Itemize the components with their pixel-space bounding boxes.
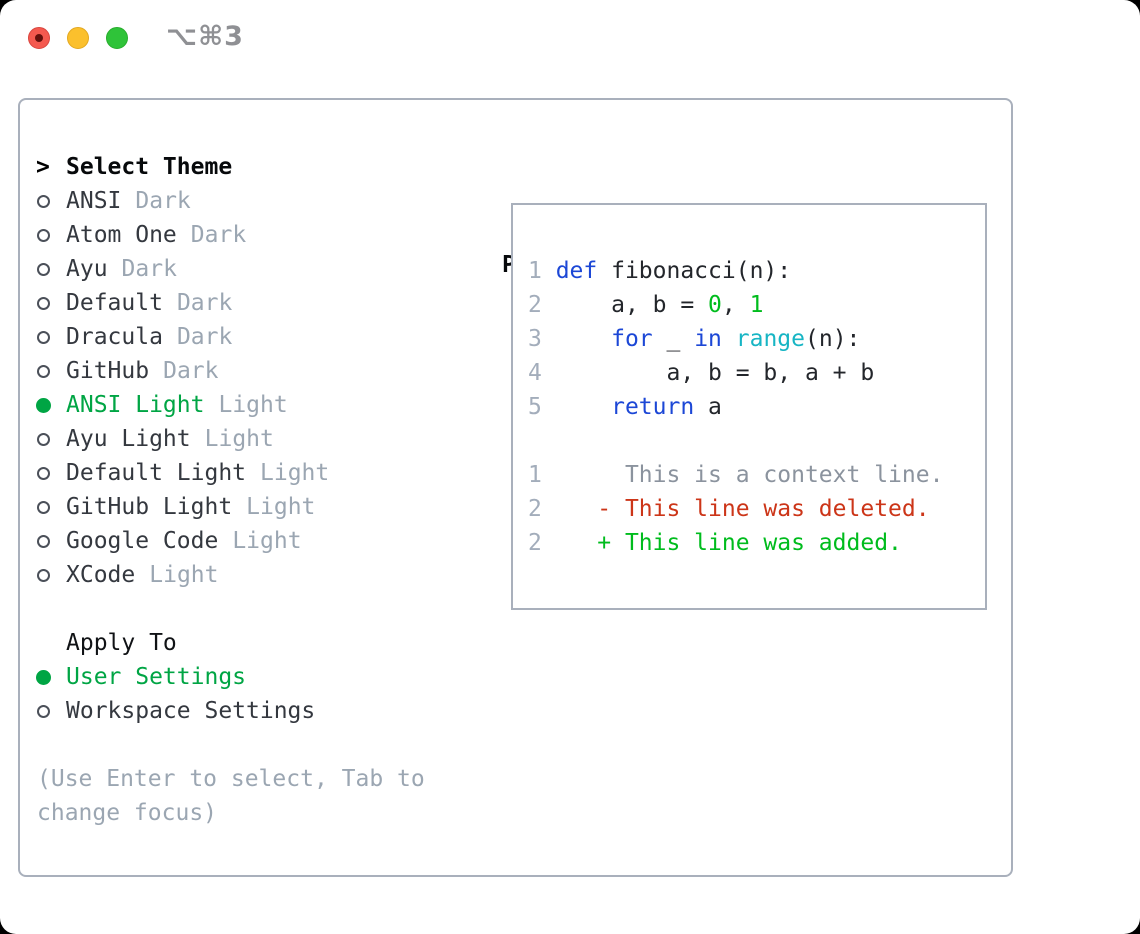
code-line: 2 a, b = 0, 1 — [528, 292, 764, 318]
apply-option-label: Workspace Settings — [66, 698, 316, 724]
theme-option-github-light[interactable]: GitHub Light Light — [34, 490, 425, 524]
theme-option-label: GitHub — [66, 358, 150, 384]
line-number: 2 — [528, 530, 556, 556]
radio-icon — [37, 568, 50, 582]
minimize-button[interactable] — [67, 27, 89, 49]
close-button-dot — [35, 34, 43, 42]
diff-added-line: 2 + This line was added. — [528, 530, 902, 556]
theme-variant-badge: Dark — [190, 222, 247, 248]
radio-icon — [37, 534, 50, 548]
zoom-button[interactable] — [106, 27, 128, 49]
radio-selected-icon — [36, 669, 51, 685]
select-theme-header-row: > Select Theme — [34, 150, 425, 184]
code-line: 4 a, b = b, a + b — [528, 360, 875, 386]
radio-icon — [37, 500, 50, 514]
theme-option-label: ANSI Light — [66, 392, 205, 418]
radio-selected-icon — [36, 397, 51, 413]
line-number: 2 — [528, 292, 556, 318]
theme-variant-badge: Light — [246, 494, 316, 520]
theme-option-default[interactable]: Default Dark — [34, 286, 425, 320]
close-button[interactable] — [28, 27, 50, 49]
theme-option-ansi[interactable]: ANSI Dark — [34, 184, 425, 218]
line-number: 1 — [528, 462, 556, 488]
radio-icon — [37, 330, 50, 344]
radio-icon — [37, 296, 50, 310]
focus-caret-icon: > — [36, 154, 50, 180]
preview-pane: 1 def fibonacci(n): 2 a, b = 0, 1 3 for _ … — [511, 203, 987, 610]
line-number: 5 — [528, 394, 556, 420]
theme-variant-badge: Light — [218, 392, 288, 418]
theme-option-ansi-light[interactable]: ANSI Light Light — [34, 388, 425, 422]
apply-to-header-row: Apply To — [34, 626, 425, 660]
theme-option-label: Google Code — [66, 528, 219, 554]
theme-variant-badge: Light — [204, 426, 274, 452]
theme-variant-badge: Light — [149, 562, 219, 588]
theme-variant-badge: Light — [232, 528, 302, 554]
theme-option-label: Default Light — [66, 460, 247, 486]
theme-variant-badge: Dark — [135, 188, 191, 214]
help-text-line: change focus) — [37, 800, 218, 826]
theme-variant-badge: Dark — [176, 324, 233, 350]
theme-option-label: Ayu — [66, 256, 108, 282]
line-number: 1 — [528, 258, 556, 284]
radio-icon — [37, 194, 50, 208]
radio-icon — [37, 364, 50, 378]
theme-option-xcode[interactable]: XCode Light — [34, 558, 425, 592]
theme-variant-badge: Light — [260, 460, 330, 486]
theme-option-dracula[interactable]: Dracula Dark — [34, 320, 425, 354]
apply-to-header: Apply To — [66, 630, 177, 656]
theme-option-label: Default — [66, 290, 163, 316]
help-text-line: (Use Enter to select, Tab to — [37, 766, 425, 792]
code-line: 3 for _ in range(n): — [528, 326, 861, 352]
theme-option-ayu[interactable]: Ayu Dark — [34, 252, 425, 286]
code-line: 1 def fibonacci(n): — [528, 258, 792, 284]
apply-option-workspace-settings[interactable]: Workspace Settings — [34, 694, 425, 728]
spacer-row — [34, 592, 425, 626]
diff-context-line: 1 This is a context line. — [528, 462, 944, 488]
radio-icon — [37, 228, 50, 242]
code-line: 5 return a — [528, 394, 722, 420]
theme-option-label: XCode — [66, 562, 136, 588]
theme-option-atom-one[interactable]: Atom One Dark — [34, 218, 425, 252]
theme-option-label: GitHub Light — [66, 494, 233, 520]
theme-option-label: ANSI — [66, 188, 122, 214]
apply-option-label: User Settings — [66, 664, 247, 690]
diff-deleted-line: 2 - This line was deleted. — [528, 496, 930, 522]
theme-option-label: Ayu Light — [66, 426, 191, 452]
line-number: 4 — [528, 360, 556, 386]
line-number: 2 — [528, 496, 556, 522]
theme-option-ayu-light[interactable]: Ayu Light Light — [34, 422, 425, 456]
spacer-row — [34, 728, 425, 762]
radio-icon — [37, 262, 50, 276]
blank-line — [528, 424, 985, 458]
radio-icon — [37, 704, 50, 718]
line-number: 3 — [528, 326, 556, 352]
theme-option-google-code[interactable]: Google Code Light — [34, 524, 425, 558]
radio-icon — [37, 466, 50, 480]
radio-icon — [37, 432, 50, 446]
theme-option-label: Atom One — [66, 222, 177, 248]
theme-variant-badge: Dark — [121, 256, 177, 282]
theme-option-github[interactable]: GitHub Dark — [34, 354, 425, 388]
apply-option-user-settings[interactable]: User Settings — [34, 660, 425, 694]
theme-variant-badge: Dark — [176, 290, 233, 316]
titlebar: ⌥⌘3 — [0, 0, 1140, 80]
window-title: ⌥⌘3 — [166, 21, 244, 52]
theme-variant-badge: Dark — [163, 358, 219, 384]
theme-option-default-light[interactable]: Default Light Light — [34, 456, 425, 490]
select-theme-header: Select Theme — [66, 154, 233, 180]
help-text: (Use Enter to select, Tab to change focus… — [34, 762, 425, 830]
theme-option-label: Dracula — [66, 324, 163, 350]
